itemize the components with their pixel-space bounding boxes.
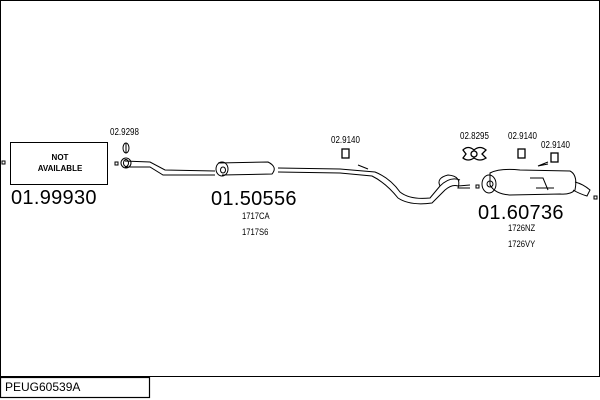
not-label: NOT [51,153,69,162]
clamp-icon [122,142,130,154]
part-ref: 1717CA [242,211,270,221]
connector-marker [593,195,598,200]
middle-muffler [215,161,471,205]
part-number[interactable]: 01.99930 [11,187,97,209]
mount-icon [462,146,488,161]
front-pipe [120,157,216,176]
part-number[interactable]: 01.50556 [211,188,297,210]
hanger-icon [341,148,350,159]
accessory-number[interactable]: 02.9298 [110,127,139,138]
part-ref: 1726VY [508,239,536,249]
diagram-code: PEUG60539A [5,380,81,394]
code-box [0,376,151,399]
part-ref: 1726NZ [508,223,536,233]
rear-muffler [481,161,591,197]
mount-icon-center [470,150,478,158]
accessory-number[interactable]: 02.9140 [331,135,360,146]
part-ref: 1717S6 [242,227,269,237]
accessory-number[interactable]: 02.9140 [541,140,570,151]
connector-marker [475,184,480,189]
available-label: AVAILABLE [37,164,83,173]
not-available-box [10,142,108,185]
connector-marker [114,161,119,166]
accessory-number[interactable]: 02.8295 [460,131,489,142]
not-available-label: NOT AVAILABLE [28,152,92,174]
accessory-number[interactable]: 02.9140 [508,131,537,142]
hanger-icon [550,152,559,163]
connector-marker [1,160,6,165]
hanger-icon [517,148,526,159]
part-number[interactable]: 01.60736 [478,202,564,224]
